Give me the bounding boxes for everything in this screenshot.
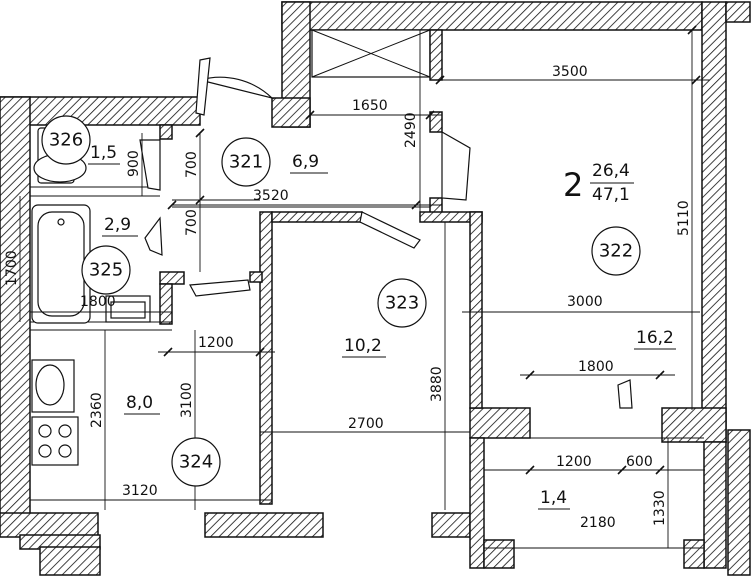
room-number-325: 325 (89, 260, 123, 281)
dim-1800-room: 1800 (578, 359, 614, 375)
dim-600: 600 (626, 454, 653, 470)
dim-3520: 3520 (253, 188, 289, 204)
dim-3880: 3880 (429, 366, 445, 402)
dim-900: 900 (126, 150, 142, 177)
dim-700-upper: 700 (184, 151, 200, 178)
room-number-324: 324 (179, 452, 213, 473)
room-area-323: 10,2 (344, 336, 382, 356)
doors (139, 57, 633, 409)
dim-1200-balcony: 1200 (556, 454, 592, 470)
room-number-322: 322 (599, 241, 633, 262)
room-number-326: 326 (49, 130, 83, 151)
dim-2700: 2700 (348, 416, 384, 432)
dim-1800-bath: 1800 (80, 294, 116, 310)
dim-3100: 3100 (179, 382, 195, 418)
room-area-321: 6,9 (292, 152, 319, 172)
room-area-balcony: 1,4 (540, 488, 567, 508)
dim-1700: 1700 (4, 250, 20, 286)
room-number-321: 321 (229, 152, 263, 173)
room-area-322: 16,2 (636, 328, 674, 348)
dim-700-lower: 700 (184, 209, 200, 236)
apartment-total-area: 47,1 (592, 185, 630, 205)
room-areas: 6,9 16,2 10,2 8,0 2,9 1,5 1,4 (88, 143, 676, 510)
dim-2490: 2490 (403, 112, 419, 148)
room-area-325: 2,9 (104, 215, 131, 235)
dim-1650: 1650 (352, 98, 388, 114)
dim-2360: 2360 (89, 392, 105, 428)
dimension-labels: 3500 1650 2490 900 700 3520 700 5110 170… (4, 64, 692, 531)
top-window (311, 29, 431, 78)
interior-walls (159, 29, 483, 505)
dim-3500: 3500 (552, 64, 588, 80)
dim-1200-hall: 1200 (198, 335, 234, 351)
room-numbers: 321 322 323 324 325 326 (41, 115, 641, 487)
dim-3000: 3000 (567, 294, 603, 310)
apartment-label: 2 26,4 47,1 (563, 161, 634, 205)
partition-lines (30, 186, 704, 439)
room-area-326: 1,5 (90, 143, 117, 163)
apartment-rooms: 2 (563, 166, 583, 204)
apartment-living-area: 26,4 (592, 161, 630, 181)
room-number-323: 323 (385, 293, 419, 314)
room-area-324: 8,0 (126, 393, 153, 413)
dim-1330: 1330 (652, 490, 668, 526)
dim-2180: 2180 (580, 515, 616, 531)
dim-3120: 3120 (122, 483, 158, 499)
dim-5110: 5110 (676, 200, 692, 236)
dimension-lines (19, 25, 710, 549)
